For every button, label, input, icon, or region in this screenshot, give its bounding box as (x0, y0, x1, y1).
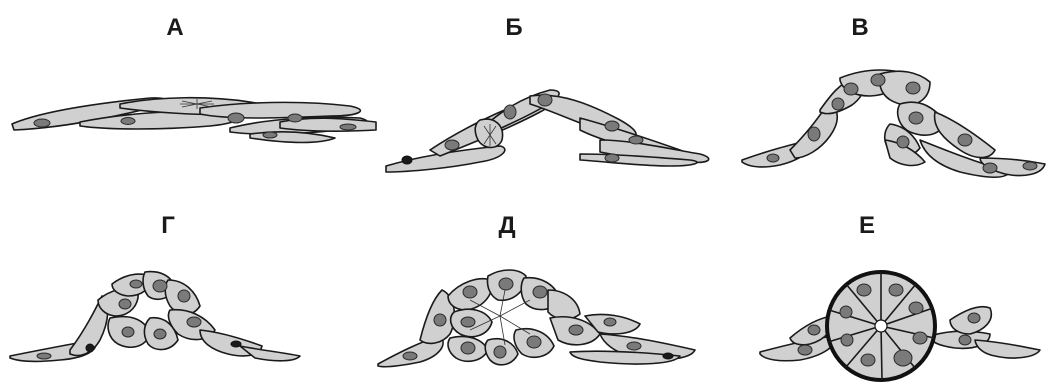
nucleus (121, 118, 135, 125)
follicle-lumen (875, 320, 887, 332)
cell (240, 346, 300, 361)
cell (200, 102, 360, 118)
nucleus (340, 124, 356, 130)
nucleus (461, 317, 475, 327)
nucleus (533, 286, 547, 298)
nucleus (844, 83, 858, 95)
nucleus (840, 306, 852, 318)
nucleus (894, 350, 912, 366)
nucleus (34, 119, 50, 127)
nucleus (808, 127, 820, 141)
nucleus (288, 114, 302, 122)
nucleus (897, 136, 909, 148)
cell (548, 290, 580, 319)
nucleus (605, 121, 619, 131)
nucleus (86, 344, 94, 352)
nucleus (906, 82, 920, 94)
nucleus (909, 112, 923, 124)
nucleus (263, 132, 277, 138)
nucleus (604, 318, 616, 326)
nucleus (527, 336, 541, 348)
nucleus (402, 156, 412, 164)
nucleus (1023, 162, 1037, 170)
nucleus (808, 325, 820, 335)
cell (975, 340, 1040, 358)
nucleus (958, 134, 972, 146)
nucleus (403, 352, 417, 360)
nucleus (122, 327, 134, 337)
nucleus (228, 113, 244, 123)
nucleus (231, 341, 241, 347)
nucleus (178, 290, 190, 302)
nucleus (968, 313, 980, 323)
nucleus (434, 314, 446, 326)
nucleus (889, 284, 903, 296)
panel-d-cells (378, 270, 695, 367)
nucleus (861, 354, 875, 366)
nucleus (913, 332, 927, 344)
nucleus (154, 329, 166, 339)
nucleus (538, 94, 552, 106)
nucleus (504, 105, 516, 119)
panel-v-cells (742, 70, 1045, 177)
nucleus (959, 335, 971, 345)
nucleus (627, 342, 641, 350)
panel-b-cells (386, 90, 709, 172)
nucleus (463, 286, 477, 298)
nucleus (119, 299, 131, 309)
nucleus (445, 140, 459, 150)
nucleus (37, 353, 51, 359)
nucleus (130, 280, 142, 288)
nucleus (983, 163, 997, 173)
nucleus (153, 280, 167, 292)
nucleus (461, 342, 475, 354)
cell (250, 132, 335, 143)
nucleus (909, 302, 923, 314)
nucleus (798, 345, 812, 355)
nucleus (841, 334, 853, 346)
panel-a-cells (12, 98, 376, 143)
cell (880, 71, 930, 105)
nucleus (494, 346, 506, 358)
panel-g-cells (10, 272, 300, 362)
nucleus (857, 284, 871, 296)
nucleus (663, 353, 673, 359)
nucleus (499, 278, 513, 290)
panel-e-cells (760, 272, 1040, 380)
nucleus (832, 98, 844, 110)
nucleus (767, 154, 779, 162)
nucleus (629, 136, 643, 144)
nucleus (605, 154, 619, 162)
nucleus (187, 317, 201, 327)
nucleus (569, 325, 583, 335)
nucleus (871, 74, 885, 86)
